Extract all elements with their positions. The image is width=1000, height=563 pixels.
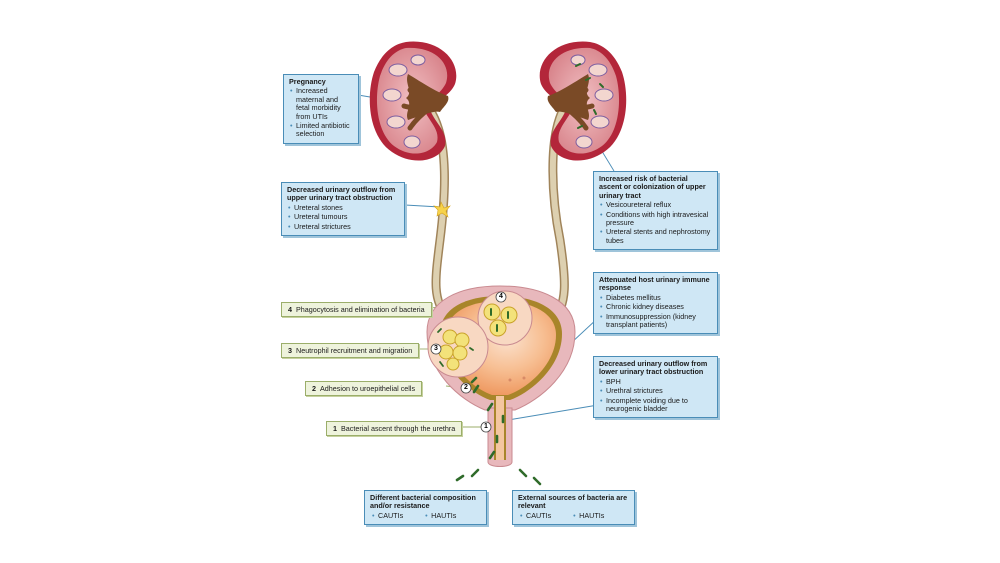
- ascent-risk-title: Increased risk of bacterial ascent or co…: [599, 174, 706, 200]
- step-markers: [430, 291, 507, 433]
- ascent-risk-box: Increased risk of bacterial ascent or co…: [593, 171, 718, 251]
- pregnancy-item: Limited antibiotic selection: [289, 121, 353, 139]
- external-box: External sources of bacteria are relevan…: [512, 490, 635, 526]
- ascent-risk-item: Ureteral stents and nephrostomy tubes: [599, 228, 712, 245]
- upper-obstruction-title: Decreased urinary outflow from upper uri…: [287, 185, 396, 203]
- ascent-risk-item: Conditions with high intravesical pressu…: [599, 210, 712, 228]
- step-2-label: 2 Adhesion to uroepithelial cells: [305, 381, 423, 396]
- external-item: HAUTIs: [573, 511, 604, 521]
- upper-obstruction-item: Ureteral stones: [287, 203, 399, 213]
- upper-obstruction-box: Decreased urinary outflow from upper uri…: [281, 182, 405, 237]
- lower-obstruction-item: Incomplete voiding due to neurogenic bla…: [599, 396, 712, 414]
- ureteral-stone: [433, 201, 451, 218]
- marker-2: 2: [464, 384, 468, 391]
- composition-box: Different bacterial composition and/or r…: [364, 490, 487, 526]
- lower-obstruction-item: Urethral strictures: [599, 386, 712, 396]
- upper-obstruction-item: Ureteral tumours: [287, 212, 399, 222]
- step-3-label: 3 Neutrophil recruitment and migration: [281, 343, 420, 358]
- lower-obstruction-box: Decreased urinary outflow from lower uri…: [593, 356, 718, 419]
- upper-obstruction-item: Ureteral strictures: [287, 222, 399, 232]
- marker-1: 1: [484, 423, 488, 430]
- step-4-label: 4 Phagocytosis and elimination of bacteri…: [281, 302, 432, 317]
- pregnancy-box: Pregnancy Increased maternal and fetal m…: [283, 74, 359, 144]
- immune-item: Diabetes mellitus: [599, 293, 712, 303]
- immune-item: Immunosuppression (kidney transplant pat…: [599, 312, 712, 330]
- marker-3: 3: [434, 345, 438, 352]
- ascent-risk-item: Vesicoureteral reflux: [599, 200, 712, 210]
- immune-title: Attenuated host urinary immune response: [599, 275, 710, 293]
- external-title: External sources of bacteria are relevan…: [518, 493, 628, 511]
- step-number: 4: [288, 305, 292, 314]
- pregnancy-item: Increased maternal and fetal morbidity f…: [289, 87, 353, 121]
- composition-item: HAUTIs: [425, 511, 456, 521]
- step-number: 3: [288, 346, 292, 355]
- lower-obstruction-title: Decreased urinary outflow from lower uri…: [599, 359, 708, 377]
- left-kidney: [369, 41, 457, 161]
- step-text: Bacterial ascent through the urethra: [341, 424, 456, 433]
- lower-obstruction-item: BPH: [599, 377, 712, 387]
- step-number: 2: [312, 384, 316, 393]
- right-kidney: [539, 41, 627, 161]
- marker-4: 4: [499, 293, 503, 300]
- immune-box: Attenuated host urinary immune response …: [593, 272, 718, 335]
- bacteria: [455, 376, 542, 486]
- step-number: 1: [333, 424, 337, 433]
- step-1-label: 1 Bacterial ascent through the urethra: [326, 421, 463, 436]
- step-text: Neutrophil recruitment and migration: [296, 346, 413, 355]
- pregnancy-title: Pregnancy: [289, 77, 326, 86]
- phagocytosis-zoom: [477, 290, 533, 346]
- step-text: Adhesion to uroepithelial cells: [320, 384, 416, 393]
- immune-item: Chronic kidney diseases: [599, 302, 712, 312]
- composition-title: Different bacterial composition and/or r…: [370, 493, 476, 511]
- neutrophil-zoom: [427, 316, 489, 378]
- step-text: Phagocytosis and elimination of bacteria: [296, 305, 425, 314]
- composition-item: CAUTIs: [372, 511, 403, 521]
- external-item: CAUTIs: [520, 511, 551, 521]
